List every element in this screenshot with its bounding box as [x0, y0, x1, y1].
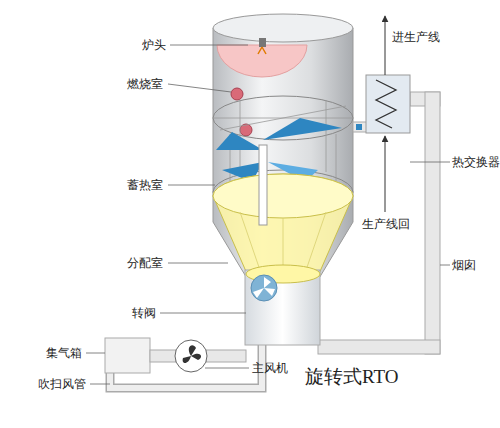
part-label: 生产线回: [362, 217, 410, 231]
exchanger-coil: [376, 80, 396, 128]
burner-symbol: [259, 38, 266, 47]
leader-line: [205, 368, 249, 369]
valve-disc: [251, 275, 277, 301]
part-label: 主风机: [252, 361, 288, 375]
leader-lines: [86, 45, 450, 384]
leader-line: [410, 162, 450, 163]
part-label: 吹扫风管: [38, 377, 86, 391]
leader-line: [168, 84, 231, 92]
combustion-zone: [217, 45, 307, 77]
rto-vessel: [213, 28, 353, 280]
part-label: 热交换器: [452, 155, 500, 169]
part-label: 蓄热室: [127, 178, 163, 192]
part-label: 转阀: [132, 306, 156, 320]
part-label: 进生产线: [392, 30, 440, 44]
distribution-cone: [213, 174, 353, 276]
outlet-pipe: [353, 122, 367, 132]
leader-line: [90, 384, 110, 385]
supply-arrow: [385, 16, 386, 75]
valve-blades: [253, 277, 275, 298]
leader-line: [86, 353, 105, 354]
heat-exchanger: [366, 75, 410, 133]
leader-line: [170, 45, 248, 46]
burner-flame: [258, 47, 266, 54]
return-arrow: [385, 136, 386, 212]
fan-pipe: [150, 350, 176, 362]
leader-line: [440, 265, 450, 266]
rotor-shaft: [259, 145, 267, 225]
gas-ball: [231, 88, 243, 100]
gas-box: [105, 338, 150, 373]
leader-line: [168, 263, 228, 264]
leader-line: [160, 313, 246, 314]
part-label: 烟囱: [452, 258, 476, 272]
part-label: 燃烧室: [127, 77, 163, 91]
diagram-caption: 旋转式RTO: [305, 366, 399, 388]
fan-housing: [175, 340, 207, 372]
fan-blades: [183, 345, 201, 363]
outlet-mark: [356, 124, 362, 130]
regenerator-sector: [263, 118, 342, 140]
fan-pipe: [206, 350, 246, 362]
bottom-pipe: [318, 340, 440, 354]
leader-line: [168, 185, 215, 186]
chimney-pipe: [425, 92, 440, 354]
part-label: 炉头: [142, 38, 166, 52]
regenerator-sector: [216, 132, 263, 150]
vessel-top: [213, 14, 353, 42]
distribution-top: [213, 174, 353, 218]
part-label: 分配室: [127, 256, 163, 270]
part-label: 集气箱: [46, 346, 82, 360]
